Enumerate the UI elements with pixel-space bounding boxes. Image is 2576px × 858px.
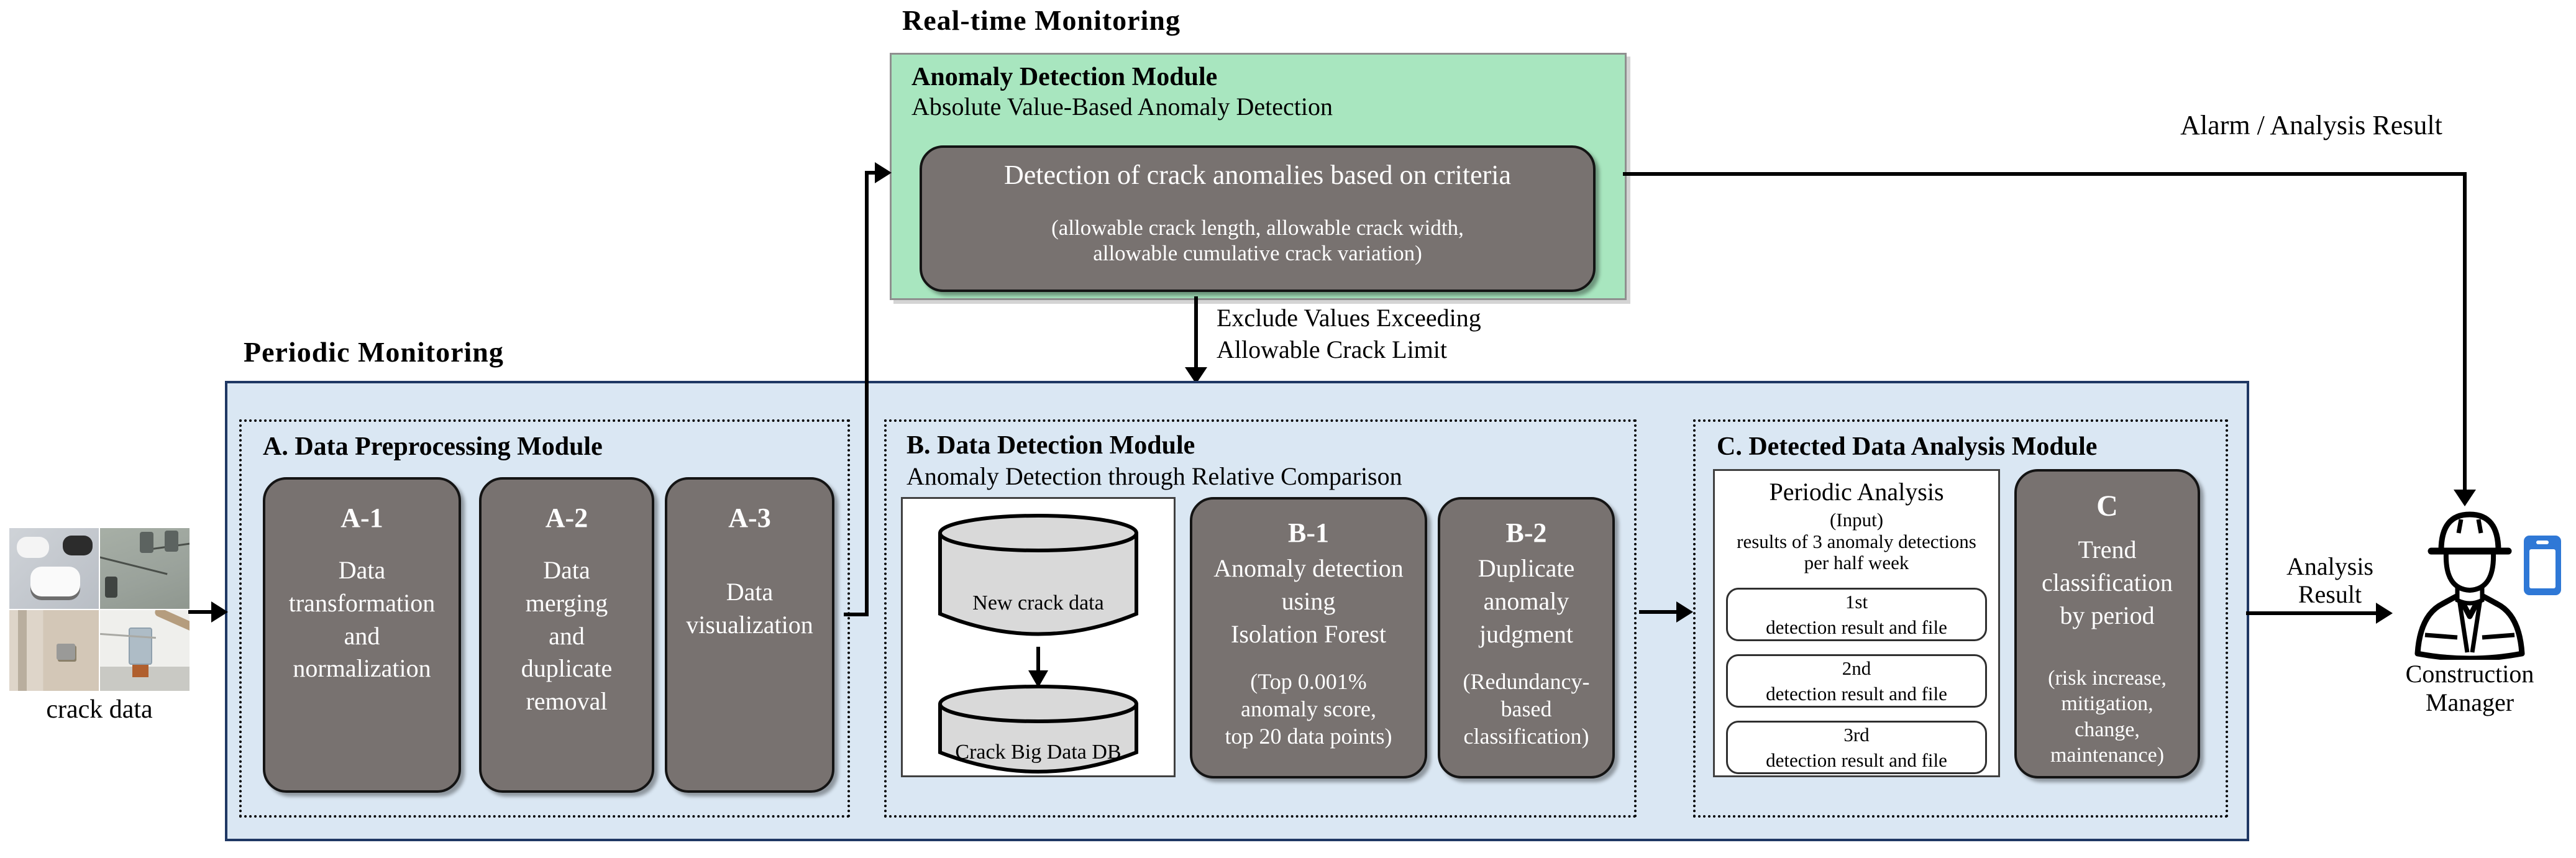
sensor-shape <box>140 532 153 553</box>
construction-manager-icon <box>2414 511 2525 660</box>
sensor-shape <box>30 567 80 596</box>
alarm-analysis-result-label: Alarm / Analysis Result <box>2180 110 2442 140</box>
box-b1-body: Anomaly detection using Isolation Forest <box>1213 554 1404 648</box>
database-cylinders-icon: New crack data Crack Big Data DB <box>938 514 1138 774</box>
base-shape <box>132 665 148 677</box>
box-a2-body: Data merging and duplicate removal <box>521 556 613 716</box>
box-a1-body: Data transformation and normalization <box>288 556 436 683</box>
construction-manager-label: Construction Manager <box>2405 660 2534 716</box>
detection-criteria-main: Detection of crack anomalies based on cr… <box>1003 160 1512 190</box>
box-b2: B-2 Duplicate anomaly judgment (Redundan… <box>1438 497 1615 778</box>
crack-photo-2 <box>100 528 190 609</box>
box-a3-head: A-3 <box>728 503 771 533</box>
pipe-shape <box>153 610 190 632</box>
box-b1: B-1 Anomaly detection using Isolation Fo… <box>1190 497 1427 778</box>
anomaly-detection-module-subtitle: Absolute Value-Based Anomaly Detection <box>911 93 1333 121</box>
b-to-c-arrowhead-icon <box>1676 601 1693 623</box>
analysis-result-arrow-line <box>2246 611 2378 615</box>
module-c-detected-data-analysis: C. Detected Data Analysis Module <box>1693 419 2228 818</box>
box-b1-note: (Top 0.001% anomaly score, top 20 data p… <box>1225 669 1392 749</box>
detection-result-2: 2nd detection result and file <box>1726 654 1987 708</box>
crack-photo-1 <box>9 528 99 609</box>
sensor-shape <box>129 628 152 665</box>
a-to-realtime-line-vertical <box>865 171 869 616</box>
crack-photo-3 <box>9 610 99 691</box>
a-to-realtime-arrowhead-icon <box>875 162 892 183</box>
crack-data-label: crack data <box>46 695 153 724</box>
periodic-analysis-box: Periodic Analysis (Input) results of 3 a… <box>1713 469 2000 777</box>
sensor-shape <box>57 644 75 660</box>
analysis-result-label: Analysis Result <box>2286 552 2373 608</box>
box-c-head: C <box>2096 490 2118 523</box>
crack-photo-4 <box>100 610 190 691</box>
box-c-note: (risk increase, mitigation, change, main… <box>2048 667 2167 767</box>
crack-database-box: New crack data Crack Big Data DB <box>901 497 1176 777</box>
b-to-c-arrow-line <box>1639 610 1678 614</box>
box-a1-head: A-1 <box>340 503 383 533</box>
periodic-analysis-title: Periodic Analysis <box>1769 478 1944 506</box>
module-a-title: A. Data Preprocessing Module <box>263 432 603 461</box>
box-a3: A-3 Data visualization <box>665 477 834 793</box>
detection-result-1: 1st detection result and file <box>1726 588 1987 641</box>
a-to-realtime-line-bottom <box>844 613 869 616</box>
sensor-shape <box>63 536 93 555</box>
box-b1-head: B-1 <box>1288 518 1329 548</box>
detection-result-3: 3rd detection result and file <box>1726 721 1987 774</box>
anomaly-detection-module-title: Anomaly Detection Module <box>911 63 1218 91</box>
wall-edge-shape <box>18 610 27 691</box>
input-arrow-line <box>188 610 214 614</box>
module-a-data-preprocessing: A. Data Preprocessing Module <box>239 419 850 818</box>
box-c-trend: C Trend classification by period (risk i… <box>2014 469 2200 778</box>
anomaly-detection-module: Anomaly Detection Module Absolute Value-… <box>890 53 1627 300</box>
sensor-shape <box>105 577 117 598</box>
a-to-realtime-line-top <box>865 171 876 175</box>
alarm-line-vertical <box>2463 172 2467 491</box>
module-b-subtitle: Anomaly Detection through Relative Compa… <box>907 462 1402 490</box>
periodic-analysis-subtitle: (Input) results of 3 anomaly detections … <box>1737 509 1976 574</box>
box-a2: A-2 Data merging and duplicate removal <box>479 477 654 793</box>
module-b-title: B. Data Detection Module <box>907 431 1195 460</box>
crack-line-shape <box>100 555 168 575</box>
new-crack-data-label: New crack data <box>972 591 1103 614</box>
crack-big-data-db-label: Crack Big Data DB <box>955 741 1121 764</box>
analysis-result-arrowhead-icon <box>2376 603 2393 624</box>
box-a2-head: A-2 <box>545 503 588 533</box>
box-b2-note: (Redundancy- based classification) <box>1463 669 1590 749</box>
tablet-screen <box>2529 549 2555 588</box>
sensor-shape <box>17 537 49 558</box>
module-c-title: C. Detected Data Analysis Module <box>1717 432 2098 461</box>
exclude-line <box>1194 296 1198 368</box>
realtime-monitoring-title: Real-time Monitoring <box>902 4 1181 36</box>
sensor-shape <box>165 531 178 552</box>
periodic-monitoring-title: Periodic Monitoring <box>244 336 504 368</box>
alarm-line-horizontal <box>1623 172 2467 176</box>
box-a3-body: Data visualization <box>686 578 813 639</box>
box-b2-body: Duplicate anomaly judgment <box>1478 554 1575 648</box>
detection-criteria-note: (allowable crack length, allowable crack… <box>1051 216 1464 266</box>
alarm-arrowhead-icon <box>2454 490 2476 506</box>
exclude-label: Exclude Values Exceeding Allowable Crack… <box>1217 304 1481 364</box>
tablet-notch <box>2536 541 2549 544</box>
tablet-icon <box>2524 536 2561 595</box>
detection-criteria-box: Detection of crack anomalies based on cr… <box>920 145 1596 292</box>
box-c-body: Trend classification by period <box>2041 536 2173 629</box>
module-b-data-detection: B. Data Detection Module Anomaly Detecti… <box>884 419 1637 818</box>
box-a1: A-1 Data transformation and normalizatio… <box>263 477 461 793</box>
box-b2-head: B-2 <box>1505 518 1547 548</box>
input-arrowhead-icon <box>211 601 228 623</box>
